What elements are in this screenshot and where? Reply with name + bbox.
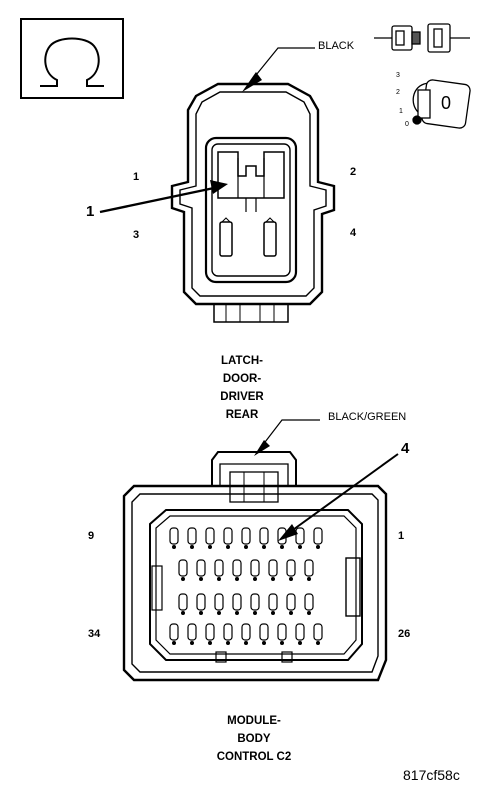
callout-1-arrow [99,180,228,214]
pin-label-1b: 1 [398,530,405,542]
key-text: 0 [441,93,452,113]
ohm-icon [20,18,124,99]
wire-color-label-2: BLACK/GREEN [328,411,407,423]
connector1-name: LATCH- DOOR- DRIVER REAR [182,352,302,424]
callout-4-label: 4 [401,440,410,457]
body-control-connector [122,451,388,682]
latch-connector [170,82,336,323]
key-position-label: 1 [399,108,403,115]
ignition-key-icon [412,79,471,129]
key-position-label: 3 [396,72,400,79]
pin-tips [172,545,320,645]
pin-label-3: 3 [133,229,140,241]
pin-label-26: 26 [398,628,411,640]
callout-4-arrow [278,453,399,541]
image-id: 817cf58c [403,767,460,783]
pin-label-2: 2 [350,166,357,178]
connector1-name-line: DOOR- [222,373,262,385]
wire-color-label-1: BLACK [318,40,355,52]
connector2-name-line: BODY [237,733,271,745]
connector1-name-line: LATCH- [221,355,263,367]
connector1-name-line: DRIVER [220,391,264,403]
connector1-name-line: REAR [225,409,259,421]
black-green-wire-leader [254,419,320,456]
connector-plug-icon [374,23,470,53]
pin-label-1: 1 [133,171,140,183]
connector2-name: MODULE- BODY CONTROL C2 [194,712,314,766]
connector2-name-line: CONTROL C2 [216,751,292,763]
key-position-label: 2 [396,89,400,96]
pin-label-34: 34 [88,628,101,640]
key-position-label: 0 [405,121,409,128]
connector2-name-line: MODULE- [227,715,281,727]
pin-label-9: 9 [88,530,95,542]
callout-1-label: 1 [86,203,95,220]
pin-label-4: 4 [350,227,357,239]
black-wire-leader [242,47,315,92]
pin-cavities [169,527,323,641]
